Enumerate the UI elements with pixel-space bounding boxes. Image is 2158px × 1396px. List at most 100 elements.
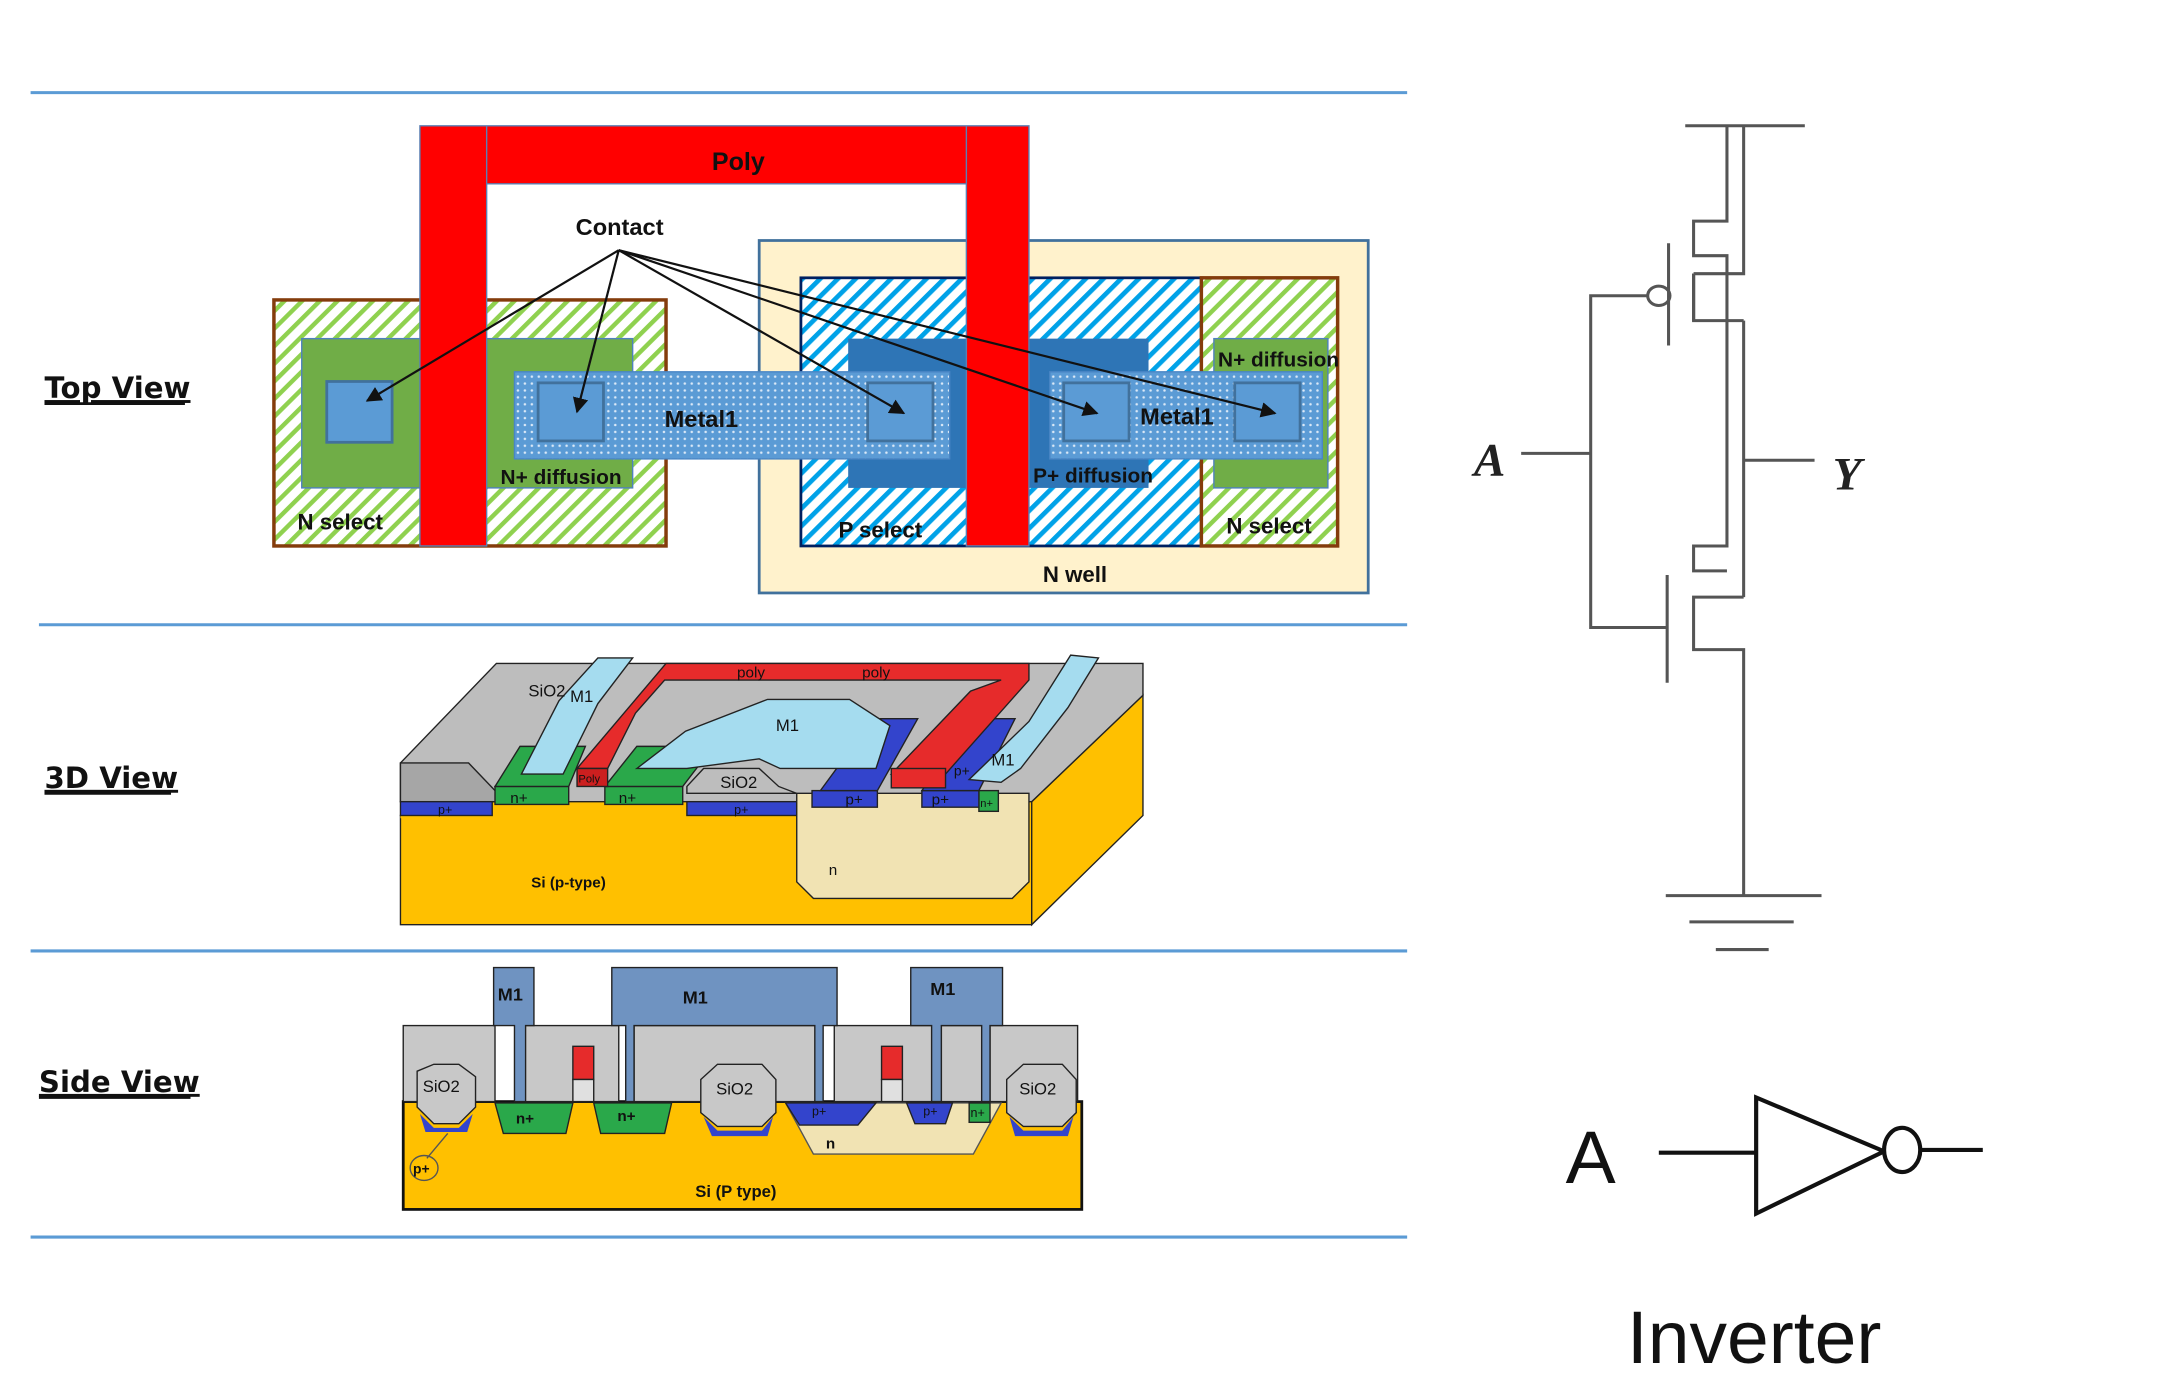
- 3d-m1-left: [520, 657, 635, 775]
- side-p-plus-label-2: p+: [923, 1104, 937, 1118]
- 3d-poly-small-block: [576, 767, 609, 788]
- contact-label: Contact: [576, 214, 664, 240]
- 3d-poly-small-label: Poly: [578, 773, 600, 785]
- n-select-right-label: N select: [1226, 514, 1312, 539]
- side-poly-gate-1: [572, 1045, 595, 1081]
- contact-2: [536, 381, 605, 443]
- separators: [30, 91, 1408, 1239]
- pmos-body-wire: [1692, 273, 1744, 323]
- metal1-right-label: Metal1: [1140, 403, 1214, 429]
- side-sio2-2: [700, 1063, 777, 1137]
- contact-arrow-5: [618, 249, 1277, 418]
- 3d-poly-loop: [575, 662, 1030, 775]
- side-sio2-3: [1006, 1063, 1077, 1137]
- 3d-m1-right-label: M1: [991, 751, 1014, 770]
- side-gate-oxide-1: [572, 1078, 595, 1103]
- side-m1-center-label: M1: [683, 988, 708, 1008]
- side-n-well-label: n: [826, 1136, 835, 1153]
- 3d-p-plus-label-3: p+: [845, 791, 863, 808]
- 3d-poly-label-2: poly: [862, 664, 890, 681]
- schematic-output-label: Y: [1833, 448, 1866, 500]
- side-p-plus-2: [905, 1102, 954, 1125]
- input-bus: [1589, 294, 1668, 630]
- 3d-p-plus-label-4: p+: [932, 791, 950, 808]
- side-p-plus-1: [784, 1102, 878, 1126]
- inverter-bubble-icon: [1881, 1125, 1923, 1175]
- 3d-p-plus-label-top: p+: [954, 762, 970, 778]
- side-n-plus-label-1: n+: [516, 1111, 534, 1128]
- 3d-view-cross-section: SiO2 M1 M1 M1 poly poly Poly SiO2 n+ n+ …: [399, 654, 1144, 927]
- 3d-m1-left-label: M1: [570, 687, 593, 706]
- contact-arrow-4: [618, 249, 1099, 417]
- contact-arrows: [365, 249, 1277, 418]
- side-n-plus-3: [968, 1102, 991, 1124]
- 3d-view-label: 3D View: [44, 761, 178, 795]
- gate-input-label: A: [1566, 1115, 1616, 1199]
- 3d-n-well-label: n: [829, 862, 838, 879]
- 3d-sio2-mid-label: SiO2: [720, 773, 757, 792]
- 3d-p-plus-1: [399, 800, 493, 817]
- 3d-poly-right-block: [890, 767, 947, 789]
- contact-arrow-3: [618, 249, 906, 415]
- side-n-plus-2: [592, 1102, 673, 1135]
- side-oxide-5: [940, 1024, 986, 1103]
- pmos-source-drain: [1692, 125, 1729, 573]
- side-sio2-1-label: SiO2: [423, 1077, 460, 1096]
- pmos-top-wire: [1693, 125, 1746, 276]
- 3d-p-plus-label-2: p+: [734, 803, 748, 817]
- top-view-label: Top View: [44, 371, 190, 405]
- p-diffusion-label: P+ diffusion: [1033, 464, 1153, 487]
- p-select-label: P select: [838, 518, 922, 543]
- 3d-n-plus-label-3: n+: [980, 798, 993, 810]
- side-p-plus-label-1: p+: [812, 1104, 826, 1118]
- n-select-left-label: N select: [298, 509, 384, 534]
- 3d-m1-center: [634, 698, 891, 770]
- contact-arrow-2: [572, 249, 620, 414]
- inverter-triangle-icon: [1754, 1094, 1890, 1217]
- inverter-gate-symbol: A Inverter: [1566, 1094, 1983, 1379]
- 3d-n-well: [796, 792, 1030, 900]
- side-p-plus-callout-label: p+: [413, 1161, 430, 1177]
- 3d-sio2-top-label: SiO2: [528, 682, 565, 701]
- contact-arrow-1: [365, 249, 620, 402]
- 3d-m1-right: [967, 654, 1100, 784]
- side-poly-gate-2: [880, 1045, 904, 1081]
- nmos-drain-source: [1692, 595, 1746, 896]
- 3d-poly-label-1: poly: [737, 664, 765, 681]
- side-oxide-2: [523, 1024, 620, 1103]
- cmos-inverter-schematic: A Y: [1471, 124, 1866, 952]
- side-n-plus-label-2: n+: [617, 1108, 635, 1125]
- 3d-substrate-label: Si (p-type): [531, 874, 606, 891]
- side-m1-left: [492, 966, 535, 1103]
- inverter-caption: Inverter: [1627, 1295, 1882, 1379]
- 3d-n-plus-1: [494, 785, 570, 806]
- metal1-left-label: Metal1: [665, 406, 739, 432]
- 3d-n-plus-label-2: n+: [619, 790, 637, 807]
- 3d-n-plus-label-1: n+: [510, 790, 528, 807]
- side-view-label: Side View: [39, 1065, 200, 1099]
- side-n-plus-1: [494, 1102, 574, 1135]
- 3d-n-plus-2: [604, 785, 684, 806]
- side-view-cross-section: M1 M1 M1 SiO2 SiO2 SiO2 n+ n+ n+ p+ p+ p…: [401, 966, 1084, 1211]
- 3d-sio2-mid: [686, 767, 797, 795]
- n-well-label: N well: [1043, 562, 1107, 587]
- side-sio2-1: [416, 1063, 477, 1133]
- side-sio2-3-label: SiO2: [1019, 1080, 1056, 1099]
- n-diffusion-left-label: N+ diffusion: [501, 466, 622, 489]
- side-p-plus-callout-circle: [409, 1154, 439, 1182]
- side-gate-oxide-2: [880, 1078, 904, 1103]
- n-diffusion-right-label: N+ diffusion: [1218, 348, 1339, 371]
- side-m1-right: [910, 966, 1004, 1103]
- pmos-inversion-bubble: [1646, 284, 1672, 307]
- side-substrate-label: Si (P type): [695, 1182, 776, 1201]
- side-p-plus-callout-line: [426, 1132, 449, 1159]
- side-n-plus-label-3: n+: [971, 1106, 985, 1120]
- side-m1-right-label: M1: [930, 979, 955, 999]
- side-sio2-2-label: SiO2: [716, 1080, 753, 1099]
- side-m1-center: [611, 966, 838, 1103]
- poly-label: Poly: [712, 148, 765, 176]
- side-m1-left-label: M1: [498, 985, 523, 1005]
- 3d-p-plus-label-1: p+: [438, 803, 452, 817]
- 3d-m1-center-label: M1: [776, 716, 799, 735]
